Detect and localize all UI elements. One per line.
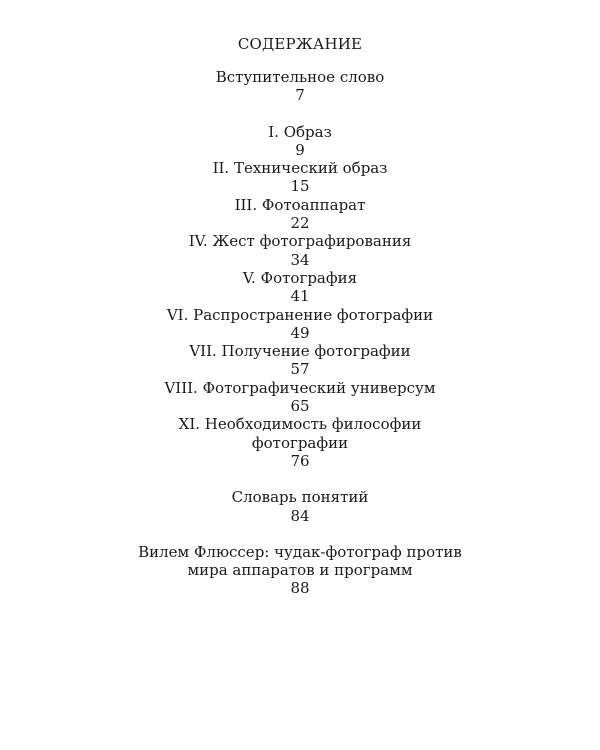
toc-entry-title-continued: мира аппаратов и программ bbox=[187, 561, 413, 580]
toc-entry-page-number: 34 bbox=[290, 250, 310, 269]
toc-entry-page-number: 41 bbox=[290, 287, 310, 306]
toc-entry-title: V. Фотография bbox=[242, 268, 358, 287]
toc-entry-page-number: 65 bbox=[290, 397, 310, 416]
toc-entry-page-number: 76 bbox=[290, 451, 310, 470]
toc-entry: Вилем Флюссер: чудак-фотограф против мир… bbox=[0, 543, 600, 598]
toc-entry: II. Технический образ 15 bbox=[0, 159, 600, 196]
toc-entry: IV. Жест фотографирования 34 bbox=[0, 232, 600, 269]
page-title: СОДЕРЖАНИЕ bbox=[237, 35, 363, 53]
toc-entry-title: II. Технический образ bbox=[212, 159, 388, 178]
toc-entry-title: VIII. Фотографический универсум bbox=[164, 378, 436, 397]
toc-entry: I. Образ 9 bbox=[0, 123, 600, 160]
toc-entry-title: VI. Распространение фотографии bbox=[166, 305, 434, 324]
toc-entry-title: III. Фотоаппарат bbox=[234, 195, 366, 214]
toc-entry-title: Вилем Флюссер: чудак-фотограф против bbox=[138, 542, 462, 561]
toc-entry: VIII. Фотографический универсум 65 bbox=[0, 379, 600, 416]
toc-entry-page-number: 49 bbox=[290, 323, 310, 342]
toc-entry-title: I. Образ bbox=[268, 122, 332, 141]
toc-entry-title: Вступительное слово bbox=[215, 68, 385, 86]
toc-entry-title: IV. Жест фотографирования bbox=[188, 232, 412, 251]
toc-entry-page-number: 84 bbox=[290, 506, 310, 525]
toc-entry: VII. Получение фотографии 57 bbox=[0, 342, 600, 379]
toc-entry-title: XI. Необходимость философии bbox=[178, 415, 422, 434]
toc-entry-title-continued: фотографии bbox=[251, 433, 349, 452]
toc-entry-page-number: 15 bbox=[290, 177, 310, 196]
toc-entry-page-number: 88 bbox=[290, 579, 310, 598]
toc-entry: Словарь понятий 84 bbox=[0, 488, 600, 525]
toc-entry-title: VII. Получение фотографии bbox=[189, 342, 411, 361]
toc-entry-page-number: 57 bbox=[290, 360, 310, 379]
toc-entry: VI. Распространение фотографии 49 bbox=[0, 306, 600, 343]
toc-entry-title: Словарь понятий bbox=[231, 488, 369, 507]
toc-entry-page-number: 9 bbox=[295, 140, 305, 159]
toc-entry-page-number: 22 bbox=[290, 214, 310, 233]
toc-entry: V. Фотография 41 bbox=[0, 269, 600, 306]
table-of-contents: Вступительное слово 7 I. Образ 9 II. Тех… bbox=[0, 68, 600, 598]
toc-entry: III. Фотоаппарат 22 bbox=[0, 196, 600, 233]
toc-entry-page-number: 7 bbox=[295, 86, 305, 105]
toc-entry: Вступительное слово 7 bbox=[0, 68, 600, 105]
toc-entry: XI. Необходимость философии фотографии 7… bbox=[0, 415, 600, 470]
